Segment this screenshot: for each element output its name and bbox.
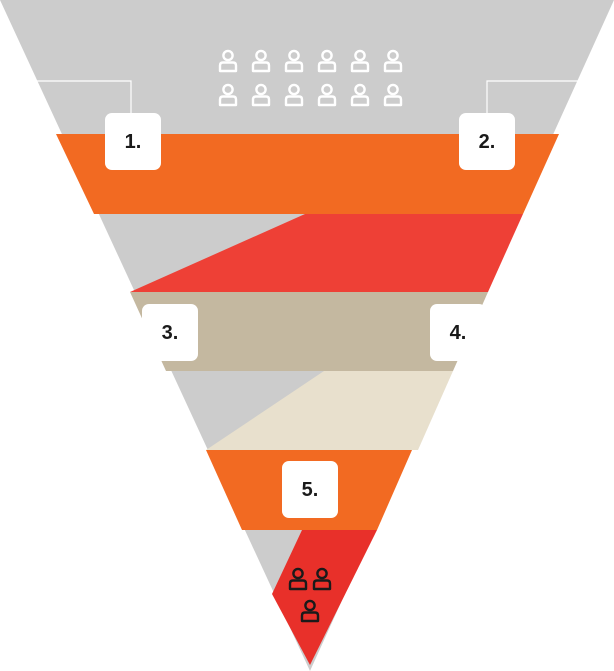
step-badge-3: 3. xyxy=(142,304,198,361)
person-icon xyxy=(312,567,332,591)
person-icon xyxy=(284,83,304,107)
funnel-band-tan xyxy=(130,292,488,371)
person-icon xyxy=(383,83,403,107)
person-icon xyxy=(251,83,271,107)
person-icon xyxy=(284,49,304,73)
person-icon xyxy=(350,83,370,107)
top-people-group xyxy=(218,49,403,107)
funnel-band-cream-diagonal xyxy=(206,371,453,450)
step-badge-1: 1. xyxy=(105,113,161,170)
step-label-4: 4. xyxy=(450,322,467,344)
funnel-band-orange-top xyxy=(56,134,559,214)
person-icon xyxy=(317,49,337,73)
person-icon xyxy=(350,49,370,73)
step-label-3: 3. xyxy=(162,322,179,344)
person-icon xyxy=(383,49,403,73)
bottom-people-group xyxy=(288,567,332,623)
funnel-tip-red xyxy=(272,530,377,665)
person-icon xyxy=(218,49,238,73)
person-icon xyxy=(288,567,308,591)
step-label-2: 2. xyxy=(479,131,496,153)
step-badge-2: 2. xyxy=(459,113,515,170)
step-label-5: 5. xyxy=(302,479,319,501)
step-badge-5: 5. xyxy=(282,461,338,518)
person-icon xyxy=(251,49,271,73)
leader-line-2 xyxy=(486,80,606,118)
leader-line-1 xyxy=(8,80,132,118)
step-badge-4: 4. xyxy=(430,304,486,361)
person-icon xyxy=(300,599,320,623)
person-icon xyxy=(218,83,238,107)
funnel-band-red-diagonal xyxy=(130,214,523,292)
person-icon xyxy=(317,83,337,107)
step-label-1: 1. xyxy=(125,131,142,153)
